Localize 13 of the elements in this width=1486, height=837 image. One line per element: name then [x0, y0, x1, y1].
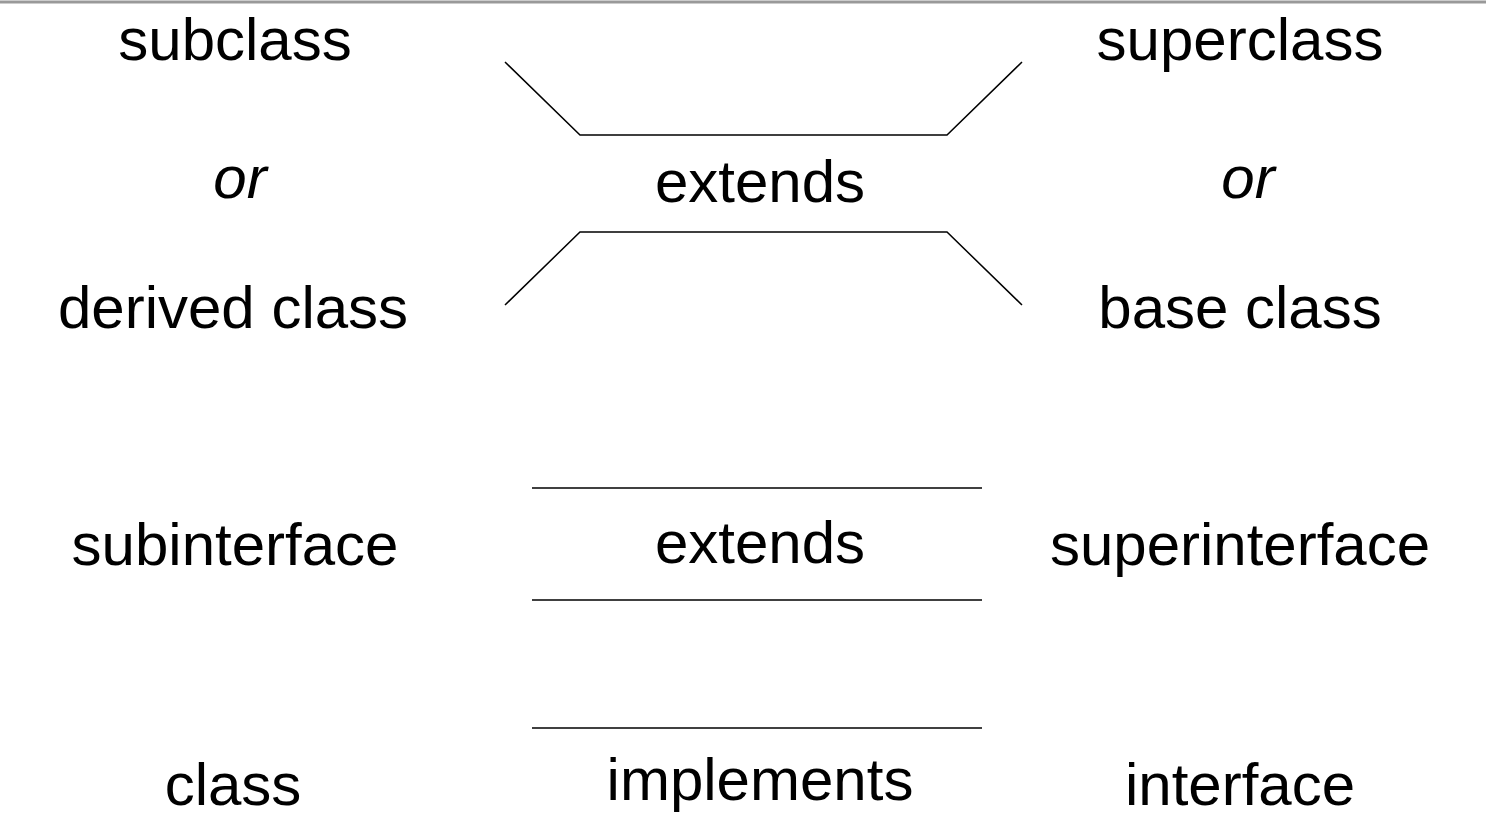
term-label: superinterface	[1049, 512, 1431, 578]
term-label: extends	[654, 149, 866, 215]
term-label: interface	[1124, 752, 1356, 818]
term-label: base class	[1098, 275, 1382, 341]
term-label: superclass	[1096, 7, 1384, 73]
term-label: derived class	[57, 275, 409, 341]
term-label: extends	[654, 510, 866, 576]
term-label: class	[164, 752, 302, 818]
term-label: subinterface	[71, 512, 399, 578]
term-label: or	[213, 145, 267, 211]
term-label: subclass	[118, 7, 352, 73]
term-label: implements	[606, 747, 914, 813]
term-label: or	[1221, 145, 1275, 211]
